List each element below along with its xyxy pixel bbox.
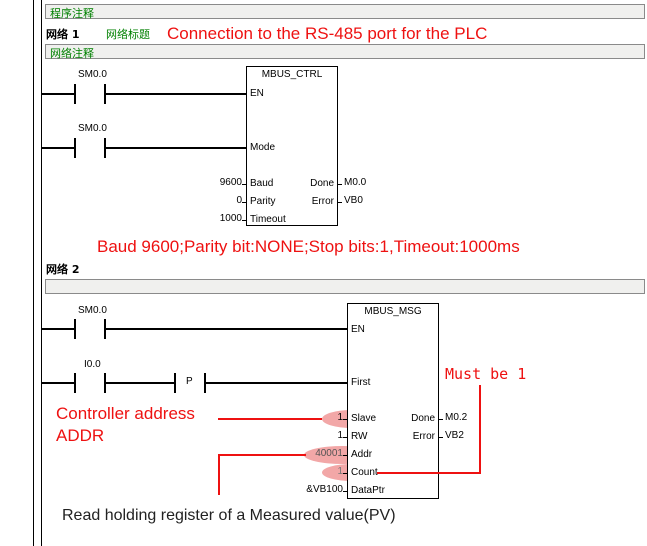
read-holding-register-note: Read holding register of a Measured valu…	[62, 507, 396, 524]
dataptr-value[interactable]: &VB100	[306, 484, 343, 495]
n2-contact1[interactable]	[74, 319, 106, 339]
wire	[206, 382, 348, 384]
mbus-ctrl-mode-pin: Mode	[250, 142, 276, 153]
pin-stub	[338, 202, 342, 203]
program-comment-label: 程序注释	[50, 7, 94, 20]
wire	[106, 93, 246, 95]
mbus-msg-dataptr-pin: DataPtr	[351, 485, 385, 496]
wire	[41, 93, 74, 95]
controller-address-note: Controller address	[56, 404, 195, 423]
addr-note: ADDR	[56, 426, 105, 445]
pin-stub	[338, 184, 342, 185]
addr-value[interactable]: 40001	[315, 448, 343, 459]
pin-stub	[242, 202, 246, 203]
pin-stub	[343, 491, 347, 492]
network1-title-label[interactable]: 网络标题	[106, 28, 150, 41]
pin-stub	[439, 419, 443, 420]
mbus-ctrl-baud-pin: Baud	[250, 178, 274, 189]
mbus-ctrl-title: MBUS_CTRL	[261, 69, 323, 80]
parity-value[interactable]: 0	[236, 195, 242, 206]
wire	[41, 147, 74, 149]
baud-settings-note: Baud 9600;Parity bit:NONE;Stop bits:1,Ti…	[97, 237, 520, 256]
mbus-ctrl-parity-pin: Parity	[250, 196, 276, 207]
program-comment-bar[interactable]: 程序注释	[45, 4, 645, 20]
wire	[106, 328, 348, 330]
n1-contact1[interactable]	[74, 84, 106, 104]
error-output-n1[interactable]: VB0	[344, 195, 363, 206]
mbus-msg-block[interactable]: MBUS_MSG EN First Slave RW Addr Count Da…	[347, 303, 439, 499]
mbus-msg-done-pin: Done	[411, 413, 435, 424]
mbus-ctrl-en-pin: EN	[250, 88, 264, 99]
network1-label: 网络 1	[46, 28, 80, 41]
n2-contact2-label: I0.0	[84, 359, 101, 370]
slave-value[interactable]: 1	[337, 412, 343, 423]
mbus-ctrl-error-pin: Error	[311, 196, 334, 207]
n2-contact1-label: SM0.0	[78, 305, 107, 316]
rw-value[interactable]: 1	[337, 430, 343, 441]
pin-stub	[343, 419, 347, 420]
edge-p-label: P	[186, 376, 193, 387]
mbus-msg-en-pin: EN	[351, 324, 365, 335]
timeout-value[interactable]: 1000	[219, 213, 242, 224]
network1-comment-bar[interactable]: 网络注释	[45, 44, 645, 60]
addr-leader-horizontal	[218, 454, 306, 456]
wire	[41, 382, 74, 384]
pin-stub	[439, 437, 443, 438]
mbus-msg-first-pin: First	[351, 377, 371, 388]
mbus-msg-addr-pin: Addr	[351, 449, 373, 460]
n1-contact2-label: SM0.0	[78, 123, 107, 134]
mbus-ctrl-timeout-pin: Timeout	[250, 214, 286, 225]
network1-comment-label: 网络注释	[50, 47, 94, 60]
count-value[interactable]: 1	[337, 466, 343, 477]
positive-edge-contact[interactable]: P	[174, 373, 206, 393]
mbus-msg-rw-pin: RW	[351, 431, 368, 442]
n1-contact1-label: SM0.0	[78, 69, 107, 80]
mbus-ctrl-done-pin: Done	[310, 178, 334, 189]
wire	[41, 328, 74, 330]
network1-title-annotation: Connection to the RS-485 port for the PL…	[167, 24, 488, 43]
network2-label: 网络 2	[46, 263, 80, 276]
wire	[106, 147, 246, 149]
pin-stub	[343, 455, 347, 456]
baud-value[interactable]: 9600	[219, 177, 242, 188]
mbus-msg-count-pin: Count	[351, 467, 378, 478]
must-be-1-note: Must be 1	[445, 365, 527, 383]
n2-contact2[interactable]	[74, 373, 106, 393]
addr-leader-vertical	[218, 454, 220, 495]
pin-stub	[343, 437, 347, 438]
left-margin-rail	[33, 0, 34, 546]
power-rail	[41, 0, 42, 546]
done-output-n2[interactable]: M0.2	[445, 412, 468, 423]
controller-address-leader	[218, 418, 322, 420]
count-leader-horizontal	[377, 472, 481, 474]
wire	[106, 382, 174, 384]
n1-contact2[interactable]	[74, 138, 106, 158]
pin-stub	[242, 184, 246, 185]
error-output-n2[interactable]: VB2	[445, 430, 464, 441]
pin-stub	[343, 473, 347, 474]
mbus-msg-slave-pin: Slave	[351, 413, 377, 424]
mbus-msg-title: MBUS_MSG	[364, 306, 422, 317]
pin-stub	[242, 220, 246, 221]
mbus-msg-error-pin: Error	[412, 431, 435, 442]
done-output-n1[interactable]: M0.0	[344, 177, 367, 188]
count-leader-vertical	[479, 385, 481, 474]
mbus-ctrl-block[interactable]: MBUS_CTRL EN Mode Baud Parity Timeout Do…	[246, 66, 338, 226]
network2-title-bar[interactable]	[45, 279, 645, 294]
